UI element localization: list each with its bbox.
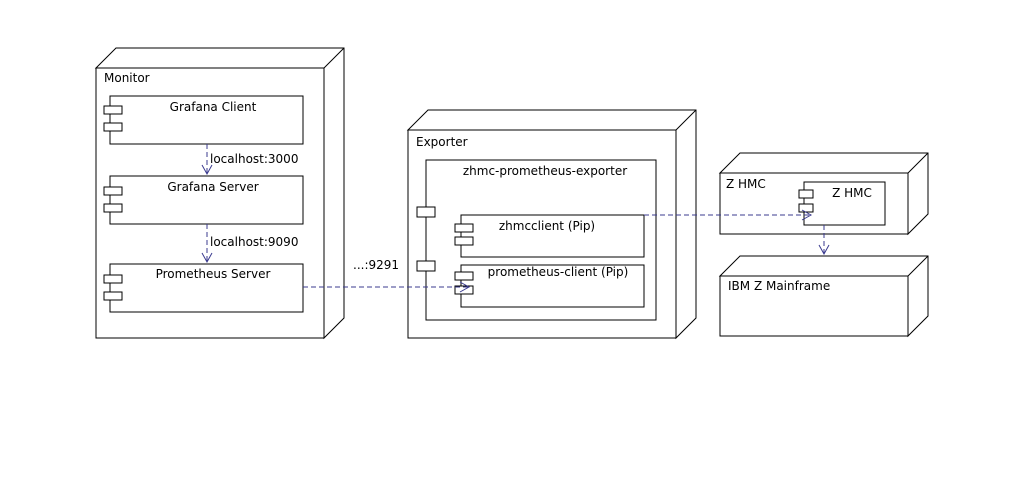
zhmc-component[interactable]: Z HMC (798, 181, 886, 226)
component-port-icon (103, 274, 123, 284)
exporter-port-icon (416, 260, 436, 272)
grafana-client-component[interactable]: Grafana Client (103, 95, 304, 145)
prometheus-client-component[interactable]: prometheus-client (Pip) (454, 264, 645, 308)
connector-client-to-server: localhost:3000 (201, 144, 298, 176)
component-port-icon (454, 271, 474, 281)
zhmc-component-label: Z HMC (832, 186, 872, 200)
connector-prometheus-to-exporter: ...:9291 (303, 258, 471, 293)
prometheus-server-component[interactable]: Prometheus Server (103, 263, 304, 313)
grafana-client-label: Grafana Client (170, 100, 257, 114)
component-port-icon (103, 291, 123, 301)
component-port-icon (798, 203, 814, 213)
component-port-icon (103, 122, 123, 132)
component-port-icon (103, 203, 123, 213)
monitor-node-label: Monitor (104, 71, 150, 85)
connector-label-9090: localhost:9090 (210, 235, 298, 249)
component-port-icon (103, 186, 123, 196)
exporter-port-icon (416, 206, 436, 218)
connector-label-9291: ...:9291 (353, 258, 399, 272)
exporter-node-label: Exporter (416, 135, 468, 149)
mainframe-node[interactable]: IBM Z Mainframe (718, 255, 929, 338)
prometheus-client-label: prometheus-client (Pip) (488, 265, 629, 279)
grafana-server-component[interactable]: Grafana Server (103, 175, 304, 225)
zhmc-prometheus-exporter-label: zhmc-prometheus-exporter (463, 164, 627, 178)
component-port-icon (454, 223, 474, 233)
mainframe-node-label: IBM Z Mainframe (728, 279, 830, 293)
component-port-icon (798, 189, 814, 199)
connector-server-to-prometheus: localhost:9090 (201, 224, 298, 264)
component-port-icon (454, 236, 474, 246)
connector-label-3000: localhost:3000 (210, 152, 298, 166)
component-port-icon (103, 105, 123, 115)
zhmcclient-component[interactable]: zhmcclient (Pip) (454, 214, 645, 258)
zhmc-node-label: Z HMC (726, 177, 766, 191)
prometheus-server-label: Prometheus Server (156, 267, 271, 281)
zhmcclient-label: zhmcclient (Pip) (499, 219, 595, 233)
grafana-server-label: Grafana Server (167, 180, 258, 194)
